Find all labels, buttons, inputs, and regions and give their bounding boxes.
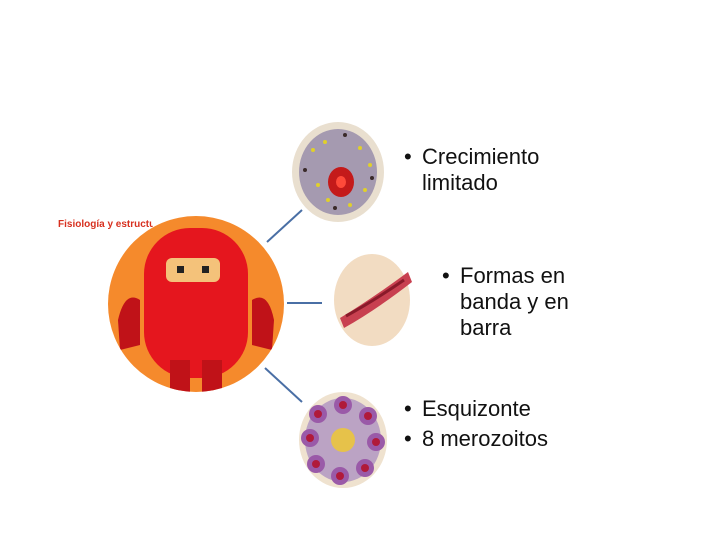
band-form-cell-icon — [334, 254, 412, 346]
red-monster-mascot-icon — [108, 216, 284, 392]
schizont-cell-icon — [299, 392, 387, 488]
bullet-item: •Crecimiento limitado — [404, 144, 540, 195]
bullet-item: •Formas en banda y en barra — [442, 263, 569, 340]
bullet-item: •Esquizonte — [404, 396, 531, 421]
stage-3-bullets: •Esquizonte •8 merozoitos — [404, 396, 594, 452]
stage-1-bullets: •Crecimiento limitado — [404, 144, 594, 196]
stage-2-bullets: •Formas en banda y en barra — [442, 263, 612, 341]
connector-line-top — [266, 209, 303, 243]
connector-line-bottom — [264, 367, 303, 403]
trophozoite-cell-icon — [292, 122, 384, 222]
bullet-item: •8 merozoitos — [404, 426, 548, 451]
logo-text: Fisiología y estructura — [58, 219, 153, 230]
